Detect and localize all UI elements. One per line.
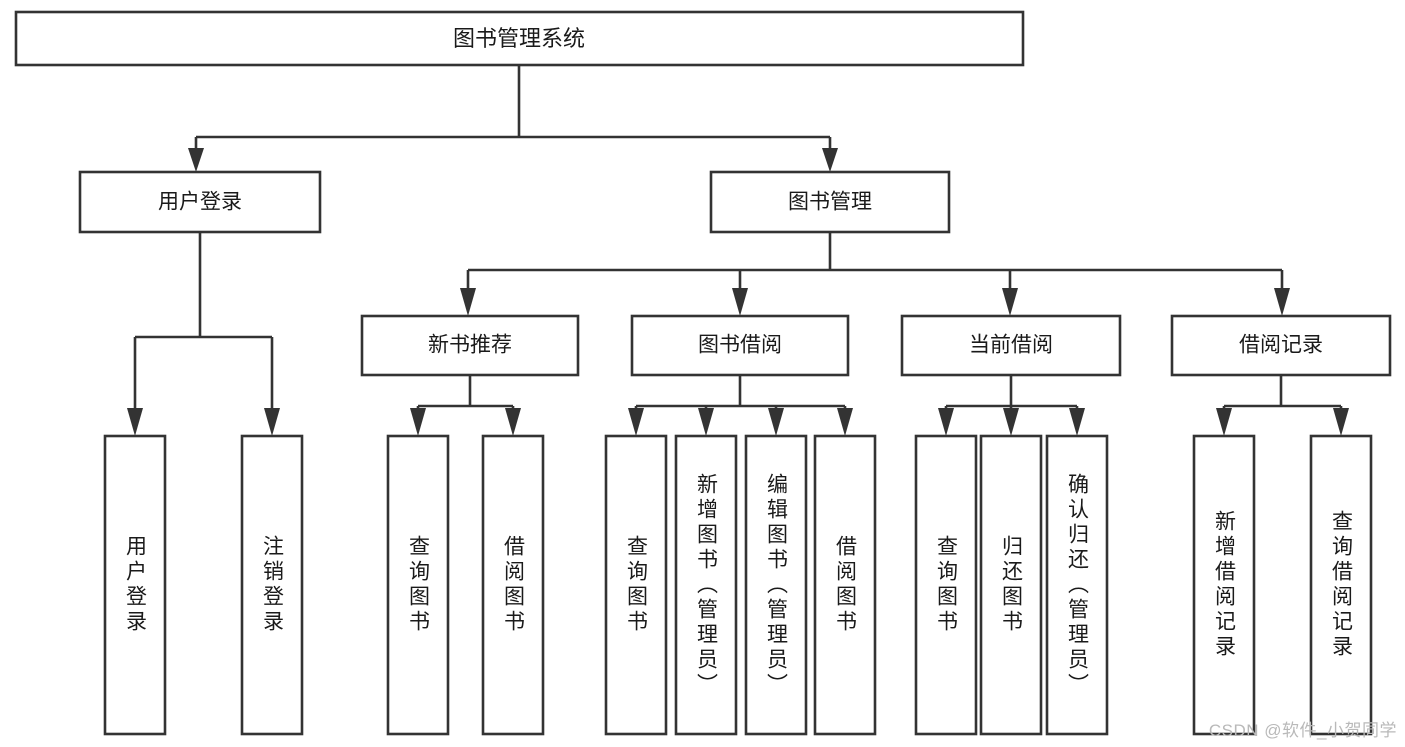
- node-borrow-record[interactable]: 借阅记录: [1170, 314, 1392, 377]
- arrow-head-level2-2-icon: [1002, 288, 1018, 316]
- arrow-head-level2-0-icon: [460, 288, 476, 316]
- leaf-box-book-borrow-2[interactable]: [744, 434, 808, 736]
- node-current-borrow[interactable]: 当前借阅: [900, 314, 1122, 377]
- arrow-head-borrow-record-leaf-0-icon: [1216, 408, 1232, 436]
- node-root-label: 图书管理系统: [453, 26, 585, 51]
- node-current-borrow-box[interactable]: [900, 314, 1122, 377]
- node-borrow-record-label: 借阅记录: [1239, 334, 1323, 357]
- arrow-head-level2-3-icon: [1274, 288, 1290, 316]
- arrow-head-new-book-leaf-1-icon: [505, 408, 521, 436]
- watermark-text: CSDN @软件_小贺同学: [1208, 721, 1397, 740]
- node-new-book-recommend[interactable]: 新书推荐: [360, 314, 580, 377]
- node-book-borrow-label: 图书借阅: [698, 334, 782, 357]
- arrow-head-user-login-leaf-1-icon: [264, 408, 280, 436]
- node-user-login-label: 用户登录: [158, 191, 242, 214]
- arrow-head-level1-1-icon: [822, 148, 838, 172]
- arrow-head-book-borrow-leaf-2-icon: [768, 408, 784, 436]
- node-book-management-label: 图书管理: [788, 191, 872, 214]
- node-book-management-box[interactable]: [709, 170, 951, 234]
- arrow-head-book-borrow-leaf-0-icon: [628, 408, 644, 436]
- arrow-head-level1-0-icon: [188, 148, 204, 172]
- leaf-box-current-borrow-2[interactable]: [1045, 434, 1109, 736]
- node-user-login[interactable]: 用户登录: [78, 170, 322, 234]
- node-current-borrow-label: 当前借阅: [969, 334, 1053, 357]
- leaf-box-current-borrow-1[interactable]: [979, 434, 1043, 736]
- arrow-head-user-login-leaf-0-icon: [127, 408, 143, 436]
- arrow-head-book-borrow-leaf-3-icon: [837, 408, 853, 436]
- arrow-head-book-borrow-leaf-1-icon: [698, 408, 714, 436]
- arrow-head-current-borrow-leaf-0-icon: [938, 408, 954, 436]
- node-root-book-management-system[interactable]: 图书管理系统: [14, 10, 1025, 67]
- leaf-box-user-login-0[interactable]: [103, 434, 167, 736]
- leaf-box-borrow-record-1[interactable]: [1309, 434, 1373, 736]
- node-borrow-record-box[interactable]: [1170, 314, 1392, 377]
- node-root-box[interactable]: [14, 10, 1025, 67]
- node-book-borrow[interactable]: 图书借阅: [630, 314, 850, 377]
- leaf-box-new-book-1[interactable]: [481, 434, 545, 736]
- leaf-box-current-borrow-0[interactable]: [914, 434, 978, 736]
- arrow-head-current-borrow-leaf-1-icon: [1003, 408, 1019, 436]
- leaf-box-user-login-1[interactable]: [240, 434, 304, 736]
- arrow-head-level2-1-icon: [732, 288, 748, 316]
- arrow-head-current-borrow-leaf-2-icon: [1069, 408, 1085, 436]
- leaf-box-new-book-0[interactable]: [386, 434, 450, 736]
- leaf-box-book-borrow-3[interactable]: [813, 434, 877, 736]
- node-book-management[interactable]: 图书管理: [709, 170, 951, 234]
- node-book-borrow-box[interactable]: [630, 314, 850, 377]
- arrow-head-borrow-record-leaf-1-icon: [1333, 408, 1349, 436]
- leaf-box-borrow-record-0[interactable]: [1192, 434, 1256, 736]
- leaf-box-book-borrow-0[interactable]: [604, 434, 668, 736]
- node-new-book-recommend-label: 新书推荐: [428, 334, 512, 357]
- node-new-book-recommend-box[interactable]: [360, 314, 580, 377]
- arrow-head-new-book-leaf-0-icon: [410, 408, 426, 436]
- leaf-box-book-borrow-1[interactable]: [674, 434, 738, 736]
